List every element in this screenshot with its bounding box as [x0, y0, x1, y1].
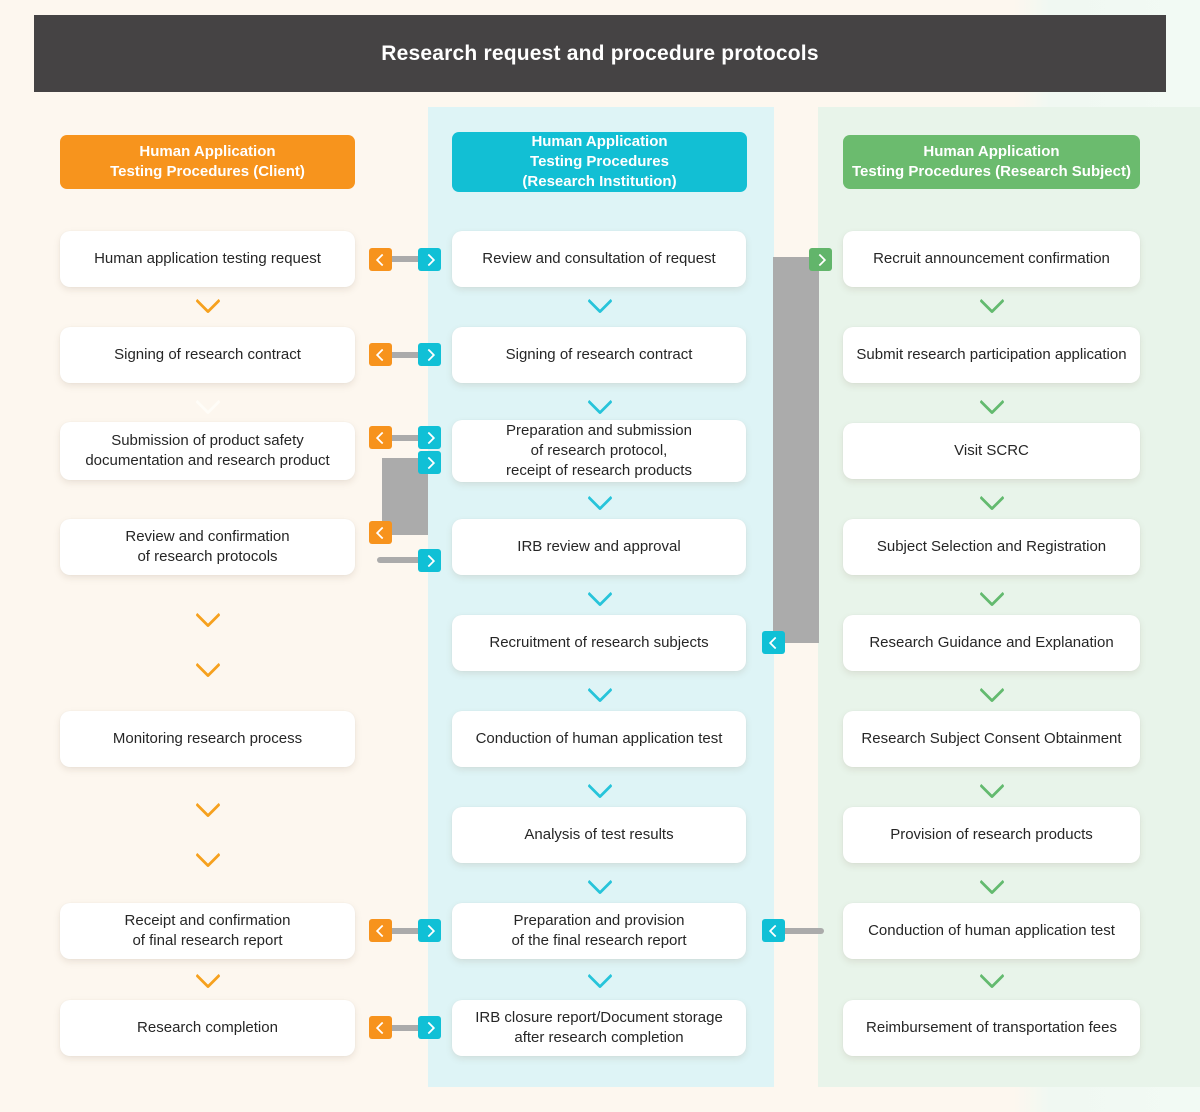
- connector-line: [391, 1025, 418, 1031]
- arrow-right-marker-icon: [418, 919, 441, 942]
- arrow-right-marker-icon: [809, 248, 832, 271]
- column-header-institution: Human Application Testing Procedures (Re…: [452, 132, 747, 192]
- flow-step-subject-5: Research Guidance and Explanation: [843, 615, 1140, 671]
- connector-line: [784, 928, 824, 934]
- flow-step-subject-7: Provision of research products: [843, 807, 1140, 863]
- step-label: Recruit announcement confirmation: [873, 250, 1110, 268]
- arrow-right-marker-icon: [418, 451, 441, 474]
- flow-step-institution-3: Preparation and submission of research p…: [452, 420, 746, 482]
- flow-step-subject-6: Research Subject Consent Obtainment: [843, 711, 1140, 767]
- flow-step-client-2: Signing of research contract: [60, 327, 355, 383]
- column-header-label: Human Application Testing Procedures (Re…: [522, 133, 677, 190]
- column-header-label: Human Application Testing Procedures (Cl…: [110, 143, 305, 180]
- arrow-right-marker-icon: [418, 248, 441, 271]
- step-label: Submission of product safety documentati…: [85, 432, 330, 469]
- step-label: Research completion: [137, 1019, 278, 1037]
- flow-step-institution-6: Conduction of human application test: [452, 711, 746, 767]
- step-label: Monitoring research process: [112, 730, 303, 748]
- flow-step-client-3: Submission of product safety documentati…: [60, 422, 355, 480]
- step-label: Submit research participation applicatio…: [856, 346, 1127, 364]
- arrow-right-marker-icon: [418, 1016, 441, 1039]
- chevron-down-icon: [195, 842, 221, 868]
- flow-step-subject-3: Visit SCRC: [843, 423, 1140, 479]
- step-label: Recruitment of research subjects: [489, 634, 709, 652]
- connector-line: [391, 928, 418, 934]
- chevron-down-icon: [195, 792, 221, 818]
- flow-step-client-4: Review and confirmation of research prot…: [60, 519, 355, 575]
- flow-step-subject-9: Reimbursement of transportation fees: [843, 1000, 1140, 1056]
- arrow-left-marker-icon: [369, 343, 392, 366]
- step-label: Analysis of test results: [524, 826, 674, 844]
- arrow-left-marker-icon: [762, 919, 785, 942]
- arrow-left-marker-icon: [369, 521, 392, 544]
- step-label: Research Guidance and Explanation: [869, 634, 1114, 652]
- flow-step-client-7: Research completion: [60, 1000, 355, 1056]
- step-label: Research Subject Consent Obtainment: [861, 730, 1122, 748]
- step-label: Subject Selection and Registration: [876, 538, 1107, 556]
- chevron-down-icon: [195, 389, 221, 415]
- column-header-label: Human Application Testing Procedures (Re…: [852, 143, 1131, 180]
- connector-line: [391, 352, 418, 358]
- step-label: Provision of research products: [890, 826, 1093, 844]
- step-label: Signing of research contract: [114, 346, 301, 364]
- connector-line: [377, 557, 419, 563]
- page-title: Research request and procedure protocols: [381, 41, 819, 65]
- flow-step-institution-7: Analysis of test results: [452, 807, 746, 863]
- title-bar: Research request and procedure protocols: [34, 15, 1166, 92]
- step-label: Preparation and submission of research p…: [506, 422, 692, 479]
- flow-step-institution-9: IRB closure report/Document storage afte…: [452, 1000, 746, 1056]
- connector-line: [391, 256, 418, 262]
- flow-step-institution-2: Signing of research contract: [452, 327, 746, 383]
- arrow-right-marker-icon: [418, 549, 441, 572]
- flow-step-subject-1: Recruit announcement confirmation: [843, 231, 1140, 287]
- arrow-left-marker-icon: [762, 631, 785, 654]
- connector-block: [773, 257, 819, 643]
- arrow-left-marker-icon: [369, 1016, 392, 1039]
- chevron-down-icon: [195, 602, 221, 628]
- arrow-left-marker-icon: [369, 248, 392, 271]
- flow-step-institution-5: Recruitment of research subjects: [452, 615, 746, 671]
- step-label: Review and consultation of request: [482, 250, 716, 268]
- step-label: Conduction of human application test: [868, 922, 1115, 940]
- flow-step-institution-4: IRB review and approval: [452, 519, 746, 575]
- step-label: Preparation and provision of the final r…: [511, 912, 687, 949]
- column-header-client: Human Application Testing Procedures (Cl…: [60, 135, 355, 189]
- step-label: Signing of research contract: [505, 346, 693, 364]
- arrow-right-marker-icon: [418, 426, 441, 449]
- step-label: Visit SCRC: [954, 442, 1029, 460]
- chevron-down-icon: [195, 963, 221, 989]
- connector-line: [391, 435, 418, 441]
- arrow-left-marker-icon: [369, 426, 392, 449]
- chevron-down-icon: [195, 652, 221, 678]
- flow-step-client-6: Receipt and confirmation of final resear…: [60, 903, 355, 959]
- step-label: Human application testing request: [94, 250, 321, 268]
- flow-step-client-1: Human application testing request: [60, 231, 355, 287]
- flow-step-subject-2: Submit research participation applicatio…: [843, 327, 1140, 383]
- column-header-subject: Human Application Testing Procedures (Re…: [843, 135, 1140, 189]
- chevron-down-icon: [195, 288, 221, 314]
- step-label: Conduction of human application test: [475, 730, 723, 748]
- flow-step-subject-4: Subject Selection and Registration: [843, 519, 1140, 575]
- step-label: Reimbursement of transportation fees: [866, 1019, 1117, 1037]
- arrow-left-marker-icon: [369, 919, 392, 942]
- flow-step-subject-8: Conduction of human application test: [843, 903, 1140, 959]
- flow-step-client-5: Monitoring research process: [60, 711, 355, 767]
- flow-step-institution-8: Preparation and provision of the final r…: [452, 903, 746, 959]
- step-label: Receipt and confirmation of final resear…: [124, 912, 291, 949]
- flow-step-institution-1: Review and consultation of request: [452, 231, 746, 287]
- arrow-right-marker-icon: [418, 343, 441, 366]
- step-label: Review and confirmation of research prot…: [125, 528, 290, 565]
- step-label: IRB review and approval: [517, 538, 681, 556]
- step-label: IRB closure report/Document storage afte…: [475, 1009, 723, 1046]
